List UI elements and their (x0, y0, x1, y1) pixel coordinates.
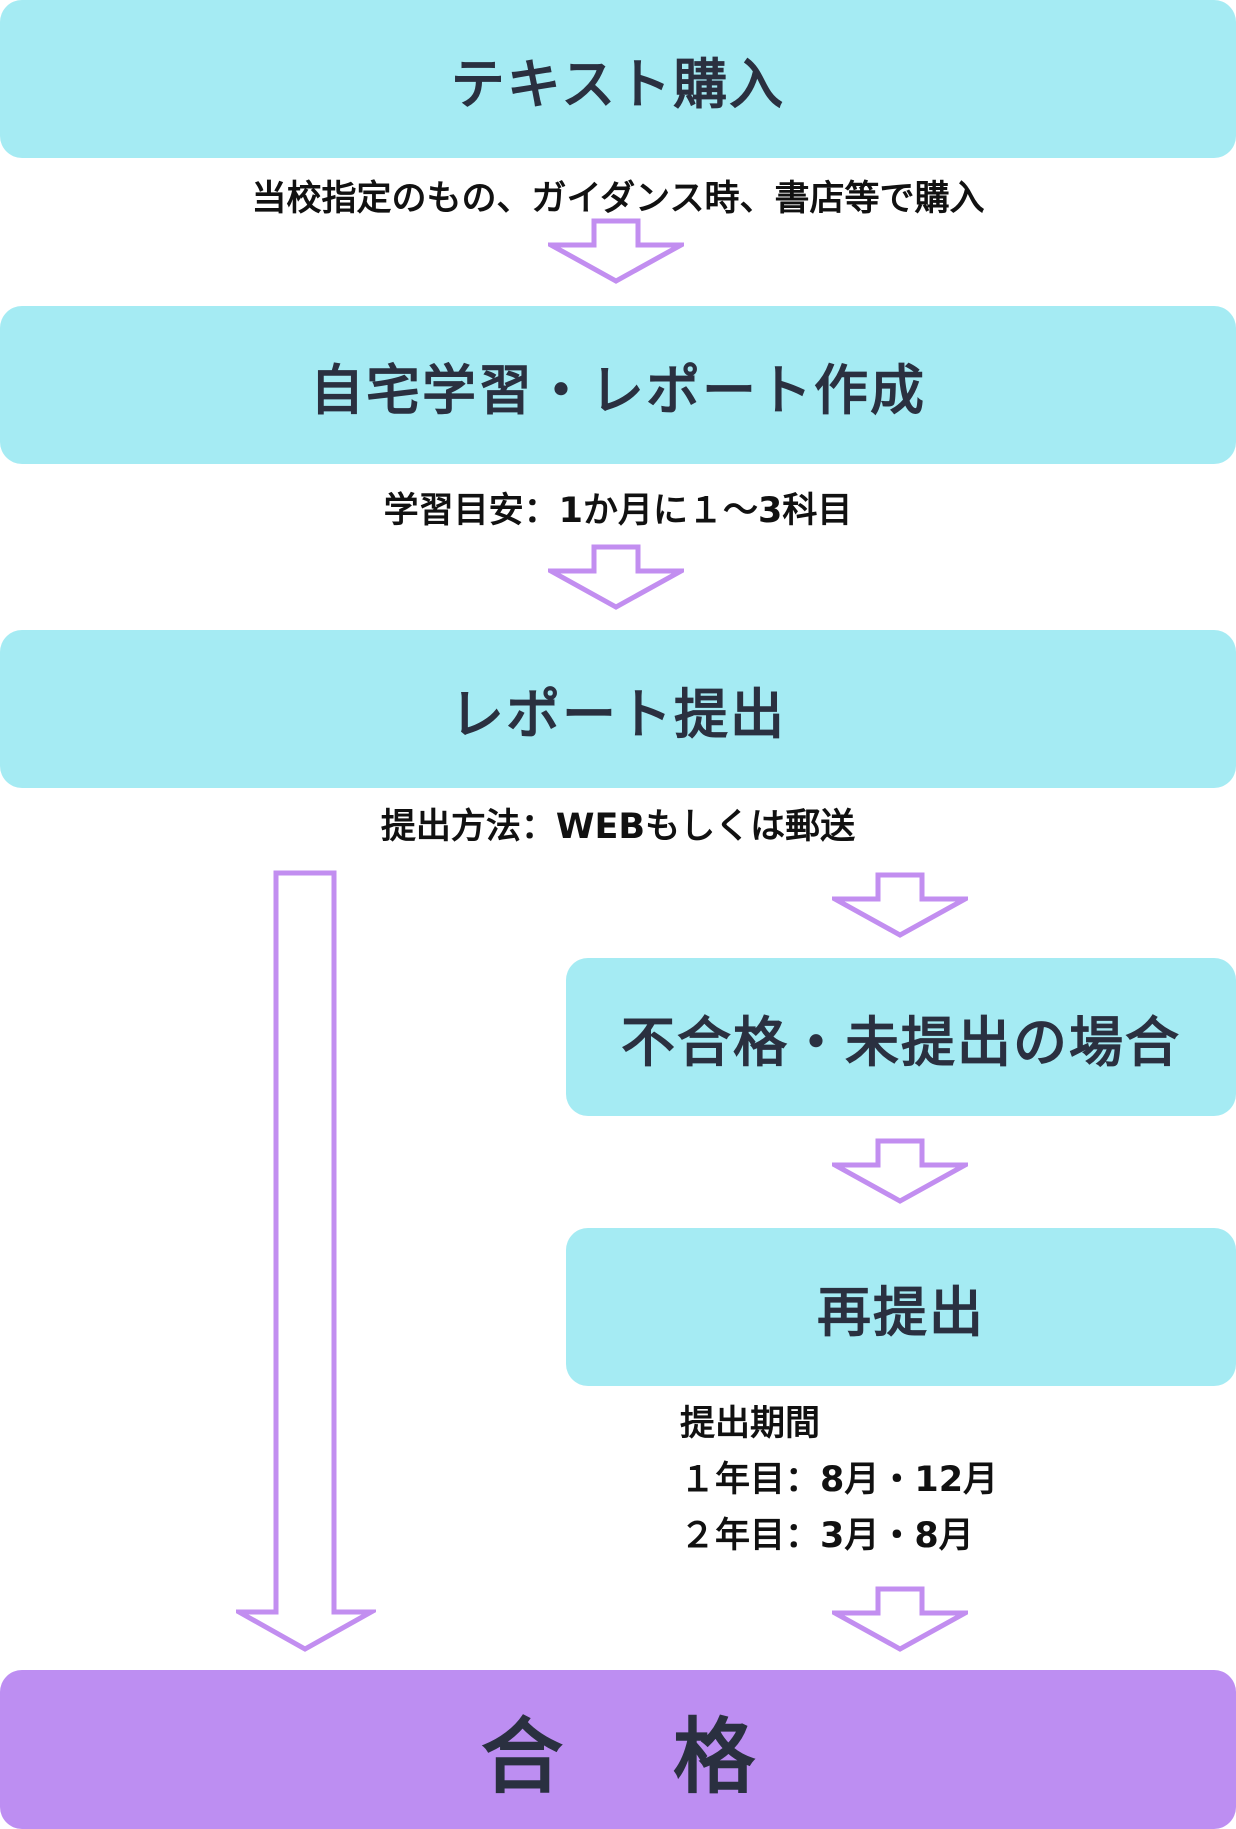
down-arrow-icon (832, 1138, 968, 1204)
step-report-submit-label: レポート提出 (450, 682, 786, 746)
step-home-study: 自宅学習・レポート作成 (0, 306, 1236, 464)
down-arrow-icon (548, 218, 684, 284)
resubmit-period-year2: ２年目：3月・8月 (680, 1516, 974, 1556)
step-fail-unsubmitted-label: 不合格・未提出の場合 (621, 1010, 1181, 1074)
down-arrow-icon (548, 544, 684, 610)
step-report-submit: レポート提出 (0, 630, 1236, 788)
step-resubmit-label: 再提出 (817, 1280, 985, 1344)
long-down-arrow-icon (236, 870, 376, 1652)
step-home-study-label: 自宅学習・レポート作成 (310, 358, 926, 422)
step-pass: 合 格 (0, 1670, 1236, 1829)
step-resubmit: 再提出 (566, 1228, 1236, 1386)
step-pass-char2: 格 (673, 1710, 756, 1805)
step-home-study-note: 学習目安：1か月に１～3科目 (383, 491, 853, 531)
step-text-purchase-note: 当校指定のもの、ガイダンス時、書店等で購入 (251, 179, 985, 219)
step-text-purchase: テキスト購入 (0, 0, 1236, 158)
step-pass-char1: 合 (480, 1710, 563, 1805)
resubmit-period-title: 提出期間 (680, 1404, 821, 1444)
resubmit-period-info: 提出期間 １年目：8月・12月 ２年目：3月・8月 (680, 1396, 998, 1564)
step-text-purchase-label: テキスト購入 (450, 52, 786, 116)
down-arrow-icon (832, 1586, 968, 1652)
down-arrow-icon (832, 872, 968, 938)
step-report-submit-note: 提出方法：WEBもしくは郵送 (380, 807, 856, 847)
step-fail-unsubmitted: 不合格・未提出の場合 (566, 958, 1236, 1116)
resubmit-period-year1: １年目：8月・12月 (680, 1460, 999, 1500)
